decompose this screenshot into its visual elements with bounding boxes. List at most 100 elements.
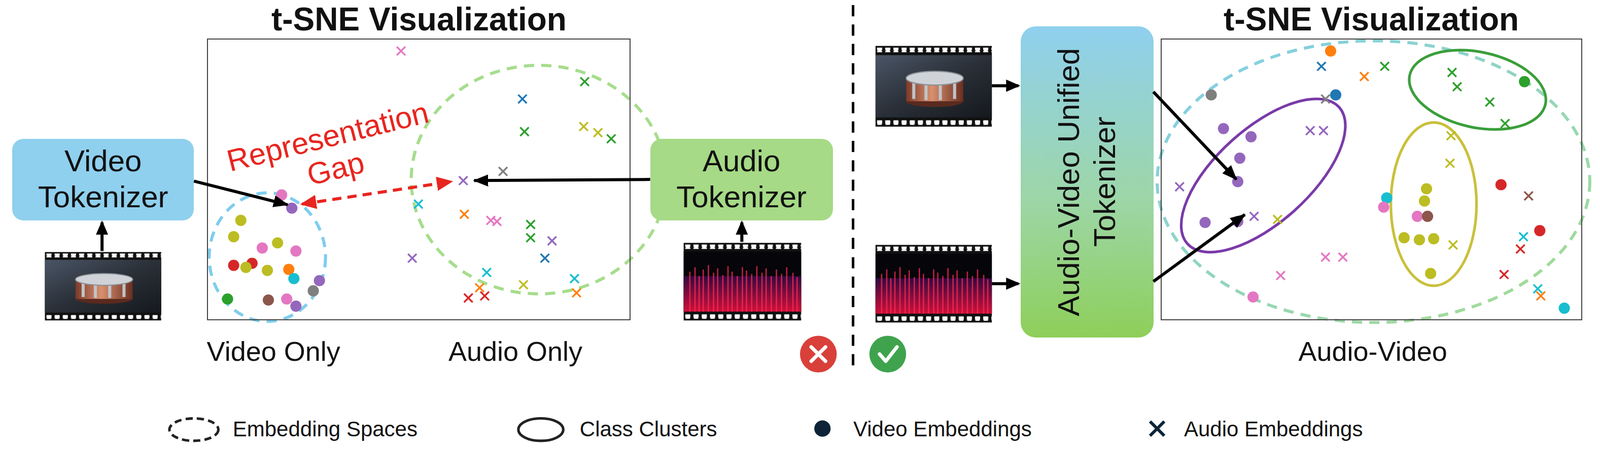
audio-embedding bbox=[459, 176, 468, 186]
audio-embedding bbox=[572, 288, 581, 298]
video-embedding bbox=[290, 300, 302, 312]
audio-embedding bbox=[1536, 291, 1546, 301]
embedding-space bbox=[209, 193, 326, 323]
embedding-space bbox=[1157, 41, 1590, 324]
video-embedding bbox=[1424, 268, 1437, 280]
audio-embedding bbox=[1273, 215, 1282, 224]
wrong-icon-mark bbox=[811, 347, 826, 362]
audio-embedding bbox=[396, 46, 406, 56]
video-embedding bbox=[235, 215, 247, 227]
video-embedding bbox=[271, 237, 284, 249]
audio-embedding bbox=[1500, 119, 1510, 128]
audio-embedding bbox=[1276, 271, 1285, 281]
video-embedding bbox=[281, 293, 293, 305]
video-embedding bbox=[314, 275, 326, 287]
spectrogram-frame bbox=[875, 245, 992, 323]
audio-embedding bbox=[1320, 94, 1330, 104]
panel-divider bbox=[851, 5, 855, 373]
audio-embedding bbox=[460, 210, 469, 219]
video-embedding bbox=[1420, 183, 1433, 195]
unified-tokenizer-box: Audio-Video Unified Tokenizer bbox=[1020, 26, 1154, 338]
right-icon bbox=[869, 335, 907, 373]
audio-embedding bbox=[519, 127, 529, 136]
video-embedding bbox=[240, 261, 252, 273]
video-embedding bbox=[1232, 176, 1244, 188]
embedding-space bbox=[411, 65, 667, 295]
legend-sample bbox=[1150, 422, 1165, 437]
video-embedding bbox=[1418, 195, 1431, 207]
video-embedding bbox=[1518, 76, 1530, 88]
audio-embedding bbox=[1318, 126, 1328, 135]
audio-embedding bbox=[593, 128, 603, 137]
video-embedding bbox=[1378, 201, 1390, 214]
class-cluster bbox=[1390, 122, 1477, 287]
audio-embedding bbox=[1499, 270, 1509, 280]
audio-embedding bbox=[517, 94, 527, 104]
video-embedding bbox=[256, 242, 268, 254]
audio-embedding bbox=[1249, 212, 1259, 221]
audio-embedding bbox=[1338, 253, 1348, 262]
video-embedding bbox=[262, 294, 274, 306]
video-embedding bbox=[1411, 211, 1423, 223]
video-embedding bbox=[1421, 211, 1434, 223]
audio-embedding bbox=[1446, 131, 1456, 141]
audio-embedding bbox=[1485, 97, 1494, 107]
video-embedding bbox=[286, 202, 298, 215]
video-embedding bbox=[1495, 179, 1507, 191]
video-embedding bbox=[1205, 89, 1217, 101]
audio-embedding bbox=[498, 167, 508, 177]
connector-arrow bbox=[473, 179, 650, 181]
input-arrow bbox=[740, 222, 744, 242]
input-arrow bbox=[100, 222, 104, 252]
video-embedding bbox=[1325, 45, 1337, 57]
audio-embedding bbox=[464, 294, 473, 303]
space-label: Video Only bbox=[206, 336, 341, 367]
legend-text: Audio Embeddings bbox=[1184, 418, 1364, 442]
audio-embedding bbox=[1524, 191, 1534, 201]
wrong-icon bbox=[800, 335, 837, 373]
legend-sample bbox=[814, 421, 831, 438]
audio-embedding bbox=[1519, 232, 1528, 242]
video-embedding bbox=[1247, 291, 1259, 303]
audio-embedding bbox=[1175, 182, 1185, 192]
video-embedding bbox=[288, 273, 300, 285]
audio-embedding bbox=[475, 283, 484, 293]
video-embedding bbox=[1428, 233, 1440, 245]
legend-text: Video Embeddings bbox=[853, 418, 1032, 442]
video-embedding bbox=[1413, 234, 1425, 246]
video-embedding bbox=[1199, 217, 1211, 229]
audio-embedding bbox=[606, 134, 616, 144]
audio-embedding bbox=[579, 122, 588, 131]
audio-embedding bbox=[1445, 159, 1455, 168]
connector-arrow bbox=[1153, 91, 1237, 180]
video-embedding bbox=[1245, 131, 1257, 143]
audio-embedding bbox=[1516, 245, 1525, 254]
audio-embedding bbox=[1380, 61, 1389, 71]
audio-embedding bbox=[547, 236, 557, 246]
video-embedding bbox=[1534, 225, 1546, 237]
gap-label: Representation Gap bbox=[220, 95, 443, 211]
legend-text: Embedding Spaces bbox=[232, 418, 418, 442]
tsne-plot: t-SNE Visualization bbox=[206, 38, 631, 321]
audio-embedding bbox=[1448, 240, 1458, 250]
tokenizer-box: Video Tokenizer bbox=[12, 138, 194, 221]
legend-sample bbox=[518, 419, 564, 442]
audio-embedding bbox=[413, 199, 423, 209]
space-label: Audio-Video bbox=[1298, 336, 1448, 367]
video-embedding bbox=[228, 231, 240, 243]
audio-embedding bbox=[540, 254, 550, 263]
plot-title: t-SNE Visualization bbox=[1100, 3, 1600, 36]
video-embedding bbox=[261, 265, 273, 277]
audio-embedding bbox=[492, 217, 502, 227]
tokenizer-label: Audio-Video Unified Tokenizer bbox=[1051, 35, 1124, 330]
video-embedding bbox=[307, 285, 319, 297]
video-embedding bbox=[221, 293, 233, 305]
connector-arrow bbox=[193, 181, 288, 205]
right-icon-mark bbox=[879, 347, 897, 362]
audio-embedding bbox=[518, 280, 528, 290]
video-embedding bbox=[1398, 232, 1410, 244]
plot-title: t-SNE Visualization bbox=[147, 3, 691, 36]
input-arrow bbox=[991, 84, 1019, 88]
class-cluster bbox=[1156, 72, 1371, 280]
